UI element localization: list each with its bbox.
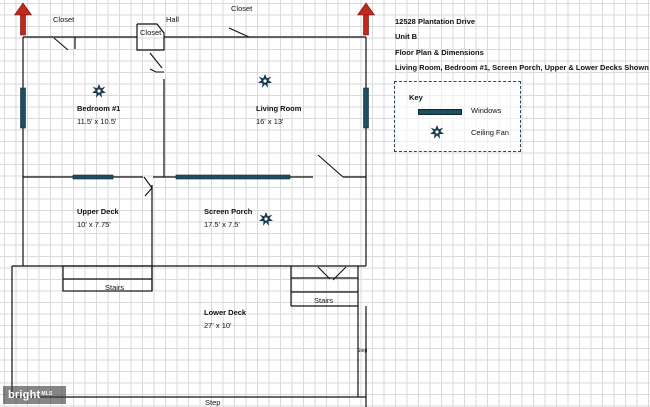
lower-deck-dims: 27' x 10' [204,321,232,330]
brand-logo-suffix: MLS [41,391,53,397]
ceiling-fan-icon [430,125,444,139]
bedroom-name: Bedroom #1 [77,104,121,113]
bedroom-dims: 11.5' x 10.5' [77,117,117,126]
brand-logo-text: bright [8,389,41,401]
window-swatch-icon [418,109,462,115]
upper-deck-name: Upper Deck [77,207,119,216]
screen-porch-dims: 17.5' x 7.5' [204,220,240,229]
ceiling-fan-bedroom-icon [92,84,106,98]
unit-label: Unit B [395,32,418,42]
legend-fan-label: Ceiling Fan [471,128,509,137]
step-bottom-label: Step [205,398,221,407]
address-title: 12528 Plantation Drive [395,17,476,26]
upper-deck-dims: 10' x 7.75' [77,220,111,229]
walls [11,23,367,407]
stairs-left-label: Stairs [105,283,125,292]
closet-top-label: Closet [231,4,253,13]
door-swing-upper-deck-2 [144,187,153,197]
plan-subtitle: Floor Plan & Dimensions [395,47,484,57]
door-swing-hall [149,52,163,69]
plan-info: 12528 Plantation Drive Unit B Floor Plan… [395,14,649,76]
ceiling-fan-living-icon [258,74,272,88]
brand-watermark-logo: brightMLS [3,386,66,404]
north-arrow-left-icon [13,2,33,36]
legend-key: Key Windows Ceiling Fan [394,81,521,152]
north-arrow-right-icon [356,2,376,36]
living-room-dims: 16' x 13' [256,117,284,126]
legend-title: Key [409,93,423,102]
window-bedroom-west [20,87,26,129]
door-swing-stair-left [317,266,331,280]
screen-porch-name: Screen Porch [204,207,253,216]
door-swing-porch [317,154,344,178]
door-swing-top-closet [228,27,250,38]
plan-description: Living Room, Bedroom #1, Screen Porch, U… [395,63,649,73]
ceiling-fan-porch-icon [259,212,273,226]
closet-small-label: Closet [140,28,162,37]
door-swing-stair-right [332,266,347,281]
window-bedroom-south [72,174,114,180]
door-swing-closet [53,37,69,51]
window-living-east [363,87,369,129]
lower-deck-name: Lower Deck [204,308,247,317]
closet-left-label: Closet [53,15,75,24]
legend-windows-label: Windows [471,106,502,115]
windows [20,87,369,180]
living-room-name: Living Room [256,104,302,113]
hall-label: Hall [166,15,179,24]
doors [53,27,347,281]
door-swing-upper-deck [143,176,153,189]
stairs-right-label: Stairs [314,296,334,305]
window-living-south [175,174,291,180]
door-stop-hall [149,68,164,73]
step-side-label: Step [357,348,368,354]
